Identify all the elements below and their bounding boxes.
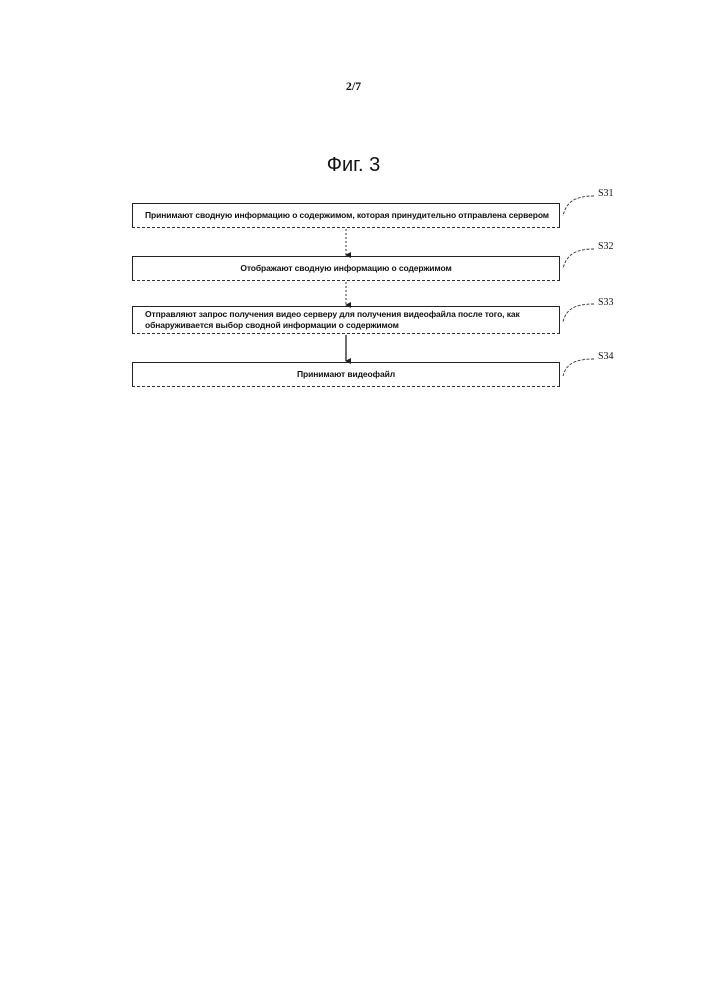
leader-s33: [563, 304, 594, 322]
leader-s32: [563, 249, 594, 269]
leader-s31: [563, 196, 594, 216]
leader-s34: [563, 359, 594, 376]
